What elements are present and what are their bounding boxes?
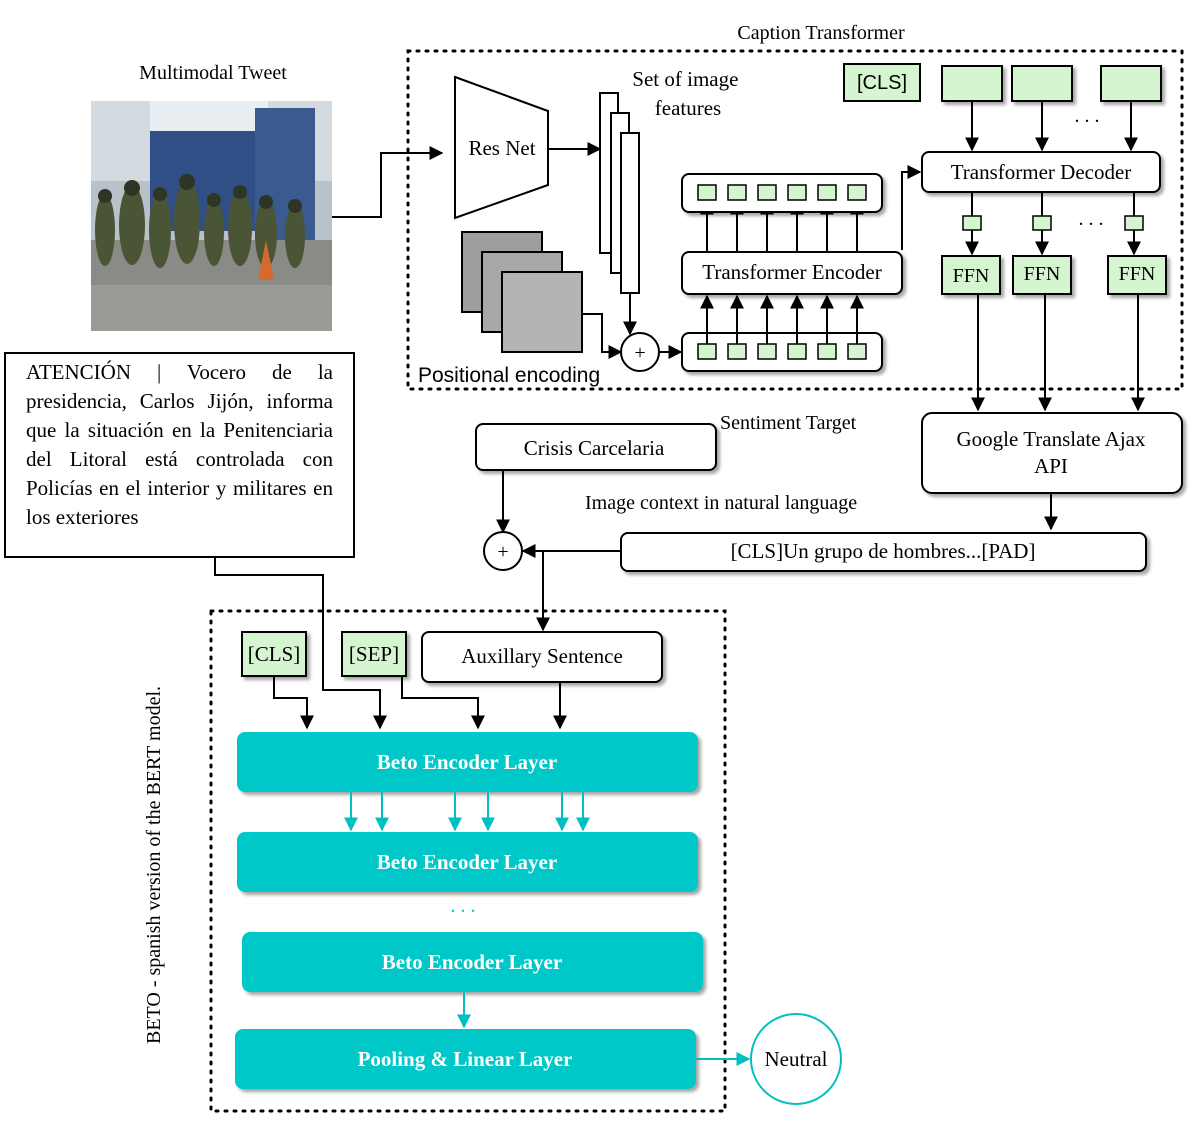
output-node — [750, 1013, 842, 1105]
beto-encoder-layer-3 — [242, 932, 703, 992]
aux-sentence-box — [421, 631, 663, 683]
ffn-box-2 — [1012, 255, 1072, 295]
sentiment-target-value: Crisis Carcelaria — [524, 436, 665, 460]
beto-encoder-layer-3-label: Beto Encoder Layer — [382, 950, 562, 974]
embedding-token-5 — [817, 343, 837, 360]
tweet-to-beto-line-1 — [214, 557, 387, 730]
ffn-label-1: FFN — [953, 265, 990, 287]
embedding-token-4 — [787, 343, 807, 360]
decoder-input-token-2 — [1011, 65, 1073, 102]
caption-plus-symbol: + — [634, 342, 645, 364]
encoder-output-token-4 — [787, 184, 807, 201]
decoder-output-ellipsis: . . . — [1079, 208, 1104, 230]
encoder-to-decoder-arrow — [901, 165, 922, 250]
beto-cls-label: [CLS] — [248, 642, 301, 666]
embedding-token-6 — [847, 343, 867, 360]
beto-encoder-layer-2 — [237, 832, 698, 892]
encoder-output-row — [681, 173, 883, 213]
image-features-stack — [599, 92, 640, 294]
resnet-label: Res Net — [468, 136, 535, 160]
tweet-title: Multimodal Tweet — [139, 62, 287, 84]
caption-transformer-region — [406, 49, 1184, 391]
sentiment-target-box — [475, 423, 717, 471]
sep-to-encoder-arrow — [401, 676, 485, 730]
pooling-linear-layer — [235, 1029, 696, 1089]
decoder-cls-label: [CLS] — [857, 72, 907, 94]
beto-encoder-layer-1-label: Beto Encoder Layer — [377, 750, 557, 774]
aux-sentence-label: Auxillary Sentence — [461, 644, 623, 668]
positional-encoding-stack — [461, 231, 583, 353]
beto-region — [209, 609, 727, 1113]
sentiment-plus-symbol: + — [497, 541, 508, 563]
image-features-label: Set of image features — [632, 67, 743, 120]
embedding-token-2 — [727, 343, 747, 360]
ffn-label-2: FFN — [1024, 263, 1061, 285]
decoder-input-ellipsis: . . . — [1075, 105, 1100, 127]
ffn-box-3 — [1107, 255, 1167, 295]
decoder-input-token-1 — [941, 65, 1003, 102]
encoder-output-token-5 — [817, 184, 837, 201]
beto-encoder-layer-2-label: Beto Encoder Layer — [377, 850, 557, 874]
beto-encoder-layer-1 — [237, 732, 698, 792]
ffn-label-3: FFN — [1119, 263, 1156, 285]
beto-sep-token — [341, 631, 407, 677]
decoder-outputs — [962, 192, 1144, 256]
decoder-cls-token — [843, 63, 921, 102]
posenc-to-plus-arrow — [582, 313, 623, 359]
cls-to-encoder-arrow — [273, 676, 314, 730]
sentiment-target-label: Sentiment Target — [720, 412, 857, 434]
encoder-output-token-2 — [727, 184, 747, 201]
beto-inter-layer-arrows — [344, 792, 590, 832]
beto-sep-label: [SEP] — [349, 642, 399, 666]
resnet-block — [454, 75, 549, 220]
pooling-linear-label: Pooling & Linear Layer — [358, 1047, 573, 1071]
google-translate-box — [921, 412, 1183, 494]
plus-to-aux-arrow — [522, 550, 550, 632]
google-translate-label-line2: API — [1034, 454, 1068, 478]
embedding-token-1 — [697, 343, 717, 360]
embedding-token-3 — [757, 343, 777, 360]
transformer-decoder-label: Transformer Decoder — [951, 160, 1132, 184]
embedding-tokens — [697, 343, 867, 360]
tweet-text-box: ATENCIÓN | Vocero de la presidencia, Car… — [4, 352, 355, 558]
transformer-encoder-label: Transformer Encoder — [702, 260, 881, 284]
encoder-output-token-6 — [847, 184, 867, 201]
google-translate-label-line1: Google Translate Ajax — [957, 427, 1146, 451]
beto-layers-ellipsis: . . . — [451, 895, 476, 917]
transformer-encoder-box — [681, 251, 903, 295]
encoder-output-tokens — [697, 184, 867, 201]
image-to-resnet-arrow — [332, 146, 444, 218]
positional-encoding-label: Positional encoding — [418, 364, 600, 387]
encoder-output-token-1 — [697, 184, 717, 201]
encoder-input-arrows — [700, 294, 864, 344]
embedding-row — [681, 332, 883, 372]
beto-side-label: BETO - spanish version of the BERT model… — [143, 686, 165, 1044]
output-label: Neutral — [765, 1047, 828, 1071]
encoder-output-token-3 — [757, 184, 777, 201]
caption-transformer-title: Caption Transformer — [737, 22, 905, 44]
image-context-value: [CLS]Un grupo de hombres...[PAD] — [731, 539, 1036, 563]
tweet-photo — [91, 101, 332, 331]
ffn-box-1 — [941, 255, 1001, 295]
decoder-input-token-3 — [1100, 65, 1162, 102]
image-context-label: Image context in natural language — [585, 492, 857, 514]
